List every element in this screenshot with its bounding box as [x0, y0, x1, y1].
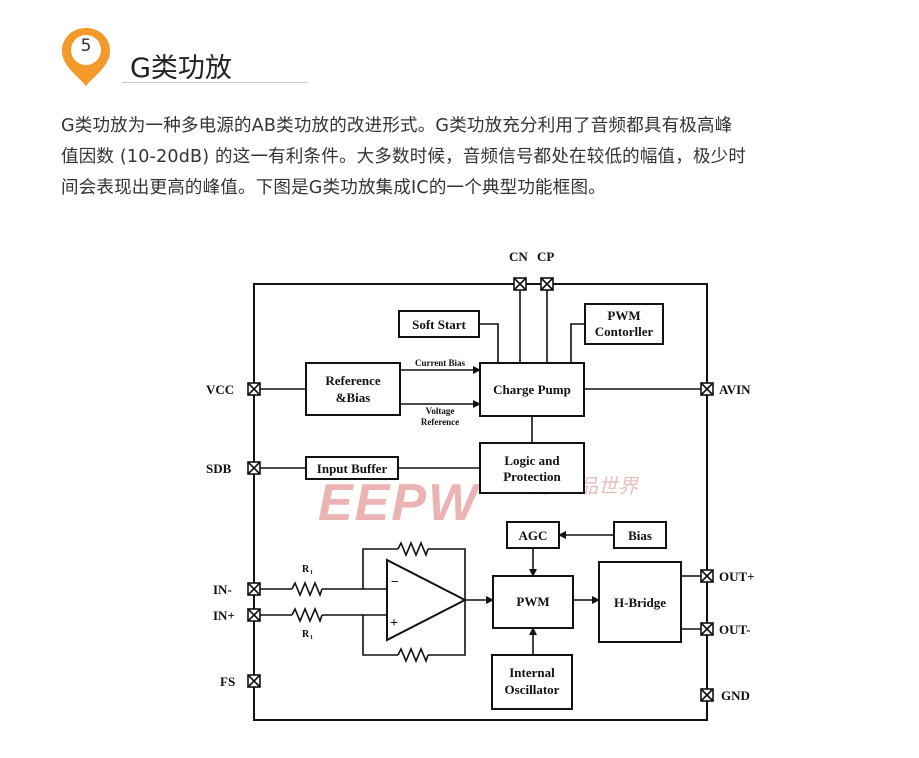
- input-buffer-label: Input Buffer: [317, 461, 388, 476]
- pin-out-minus-label: OUT-: [719, 622, 750, 637]
- logic-label-1: Logic and: [504, 453, 560, 468]
- pin-in-minus-box: [247, 582, 261, 596]
- title-underline: [122, 82, 308, 83]
- op-amp-minus: −: [391, 575, 399, 590]
- pin-avin-box: [700, 382, 714, 396]
- reference-bias-block: [305, 362, 401, 416]
- h-bridge-block: [598, 561, 682, 643]
- r1-top-sub: 1: [310, 570, 313, 576]
- pwm-controller-block: [584, 303, 664, 345]
- reference-label-1: Reference: [325, 373, 381, 388]
- resistor-feedback-bottom: [397, 646, 429, 664]
- pin-in-plus-label: IN+: [213, 608, 235, 623]
- pin-out-plus-box: [700, 569, 714, 583]
- r1-bottom-sub: 1: [310, 635, 313, 641]
- paragraph-line-2: 值因数 (10-20dB) 的这一有利条件。大多数时候，音频信号都处在较低的幅值…: [61, 147, 747, 167]
- pin-sdb-label: SDB: [206, 461, 232, 476]
- pin-out-minus-box: [700, 622, 714, 636]
- pwm-label: PWM: [516, 594, 549, 609]
- soft-start-block: [398, 310, 480, 338]
- oscillator-label-1: Internal: [509, 665, 555, 680]
- pin-cn-box: [513, 277, 527, 291]
- resistor-feedback-top: [397, 540, 429, 558]
- pin-fs-box: [247, 674, 261, 688]
- intro-paragraph: G类功放为一种多电源的AB类功放的改进形式。G类功放充分利用了音频都具有极高峰 …: [61, 111, 911, 204]
- pin-out-plus-label: OUT+: [719, 569, 755, 584]
- voltage-reference-label-1: Voltage: [426, 406, 455, 416]
- r1-bottom-label: R: [302, 629, 310, 640]
- section-title: G类功放: [130, 53, 232, 84]
- h-bridge-label: H-Bridge: [614, 595, 666, 610]
- map-pin-icon: [62, 28, 110, 86]
- pin-gnd-box: [700, 688, 714, 702]
- op-amp-plus: +: [390, 616, 398, 631]
- paragraph-line-1: G类功放为一种多电源的AB类功放的改进形式。G类功放充分利用了音频都具有极高峰: [61, 116, 733, 136]
- logic-protection-block: [479, 442, 585, 494]
- watermark: EEPW 电子产品世界: [318, 474, 639, 532]
- pin-in-plus-box: [247, 608, 261, 622]
- pin-gnd-label: GND: [721, 688, 750, 703]
- watermark-logo: EEPW: [318, 474, 481, 532]
- section-number: 5: [80, 36, 92, 56]
- charge-pump-label: Charge Pump: [493, 382, 571, 397]
- charge-pump-block: [479, 362, 585, 417]
- bias-label: Bias: [628, 528, 652, 543]
- paragraph-line-3: 间会表现出更高的峰值。下图是G类功放集成IC的一个典型功能框图。: [61, 178, 606, 198]
- resistor-r1-bottom: [291, 606, 323, 624]
- logic-label-2: Protection: [503, 469, 561, 484]
- reference-label-2: &Bias: [336, 390, 371, 405]
- section-header: 5 G类功放: [60, 24, 310, 94]
- pin-vcc-box: [247, 382, 261, 396]
- agc-label: AGC: [519, 528, 548, 543]
- pin-cn-label: CN: [509, 249, 528, 264]
- pwm-controller-label-2: Contorller: [595, 324, 654, 339]
- soft-start-label: Soft Start: [412, 317, 466, 332]
- voltage-reference-label-2: Reference: [421, 417, 459, 427]
- r1-top-label: R: [302, 564, 310, 575]
- op-amp: [386, 558, 468, 642]
- chip-outline: [253, 283, 708, 721]
- bias-block: [613, 521, 667, 549]
- pin-avin-label: AVIN: [719, 382, 751, 397]
- pin-vcc-label: VCC: [206, 382, 234, 397]
- pin-fs-label: FS: [220, 674, 235, 689]
- oscillator-label-2: Oscillator: [505, 682, 560, 697]
- current-bias-label: Current Bias: [415, 358, 466, 368]
- resistor-r1-top: [291, 580, 323, 598]
- pin-sdb-box: [247, 461, 261, 475]
- pin-cp-label: CP: [537, 249, 554, 264]
- pwm-controller-label-1: PWM: [607, 308, 640, 323]
- pin-cp-box: [540, 277, 554, 291]
- pin-in-minus-label: IN-: [213, 582, 232, 597]
- oscillator-block: [491, 654, 573, 710]
